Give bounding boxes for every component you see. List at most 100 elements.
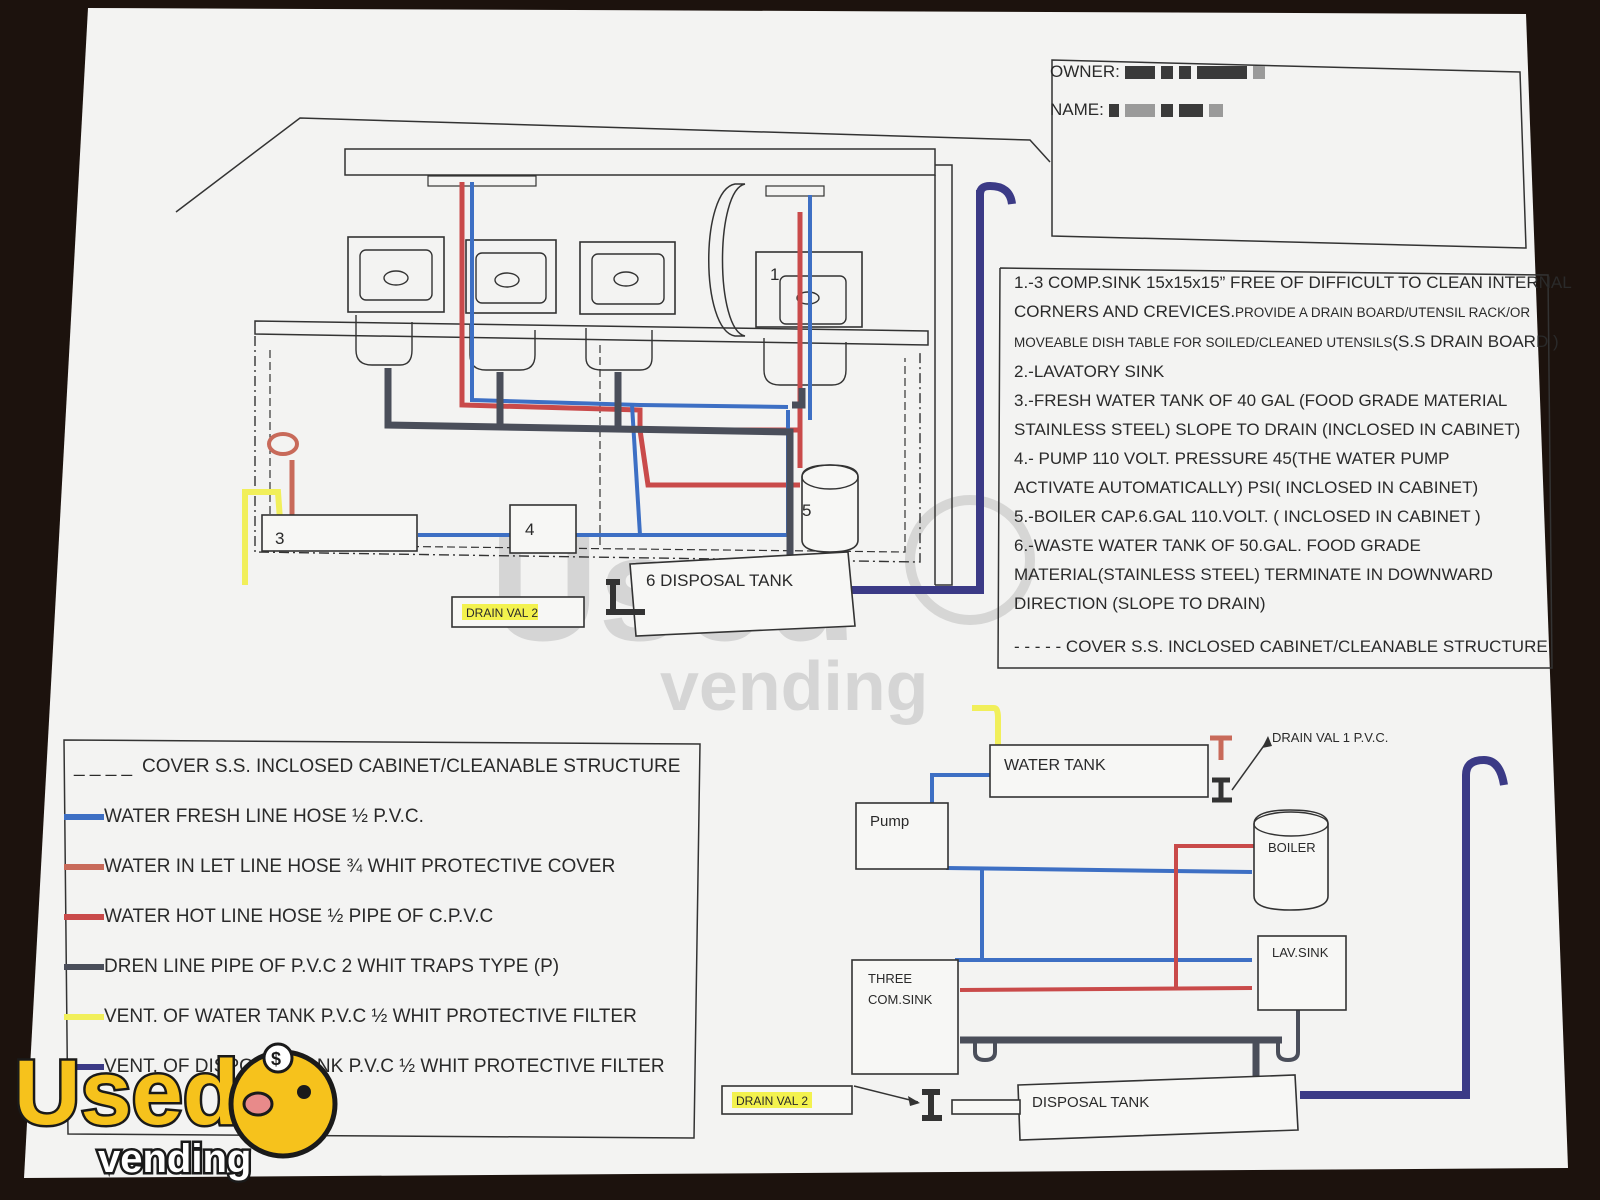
note-1c-small: MOVEABLE DISH TABLE FOR SOILED/CLEANED U… (1014, 335, 1393, 350)
drain-val-2-label: DRAIN VAL 2 (736, 1094, 808, 1108)
pump-label: Pump (870, 813, 909, 830)
disposal-vent-line (1300, 780, 1470, 1099)
disposal-tank-label: DISPOSAL TANK (1032, 1094, 1149, 1111)
label-1: 1 (770, 265, 779, 284)
legend-text: DREN LINE PIPE OF P.V.C 2 WHIT TRAPS TYP… (104, 956, 560, 977)
watermark-vending: vending (660, 647, 928, 725)
note-1c: (S.S DRAIN BOARD ) (1392, 332, 1559, 351)
redaction (1124, 66, 1155, 80)
note-6a: 6.-WASTE WATER TANK OF 50.GAL. FOOD GRAD… (1014, 536, 1421, 555)
legend-text: COVER S.S. INCLOSED CABINET/CLEANABLE ST… (142, 756, 681, 777)
valve-icon (1210, 735, 1232, 760)
label-3: 3 (275, 529, 284, 548)
notes-list: 1.-3 COMP.SINK 15x15x15” FREE OF DIFFICU… (1000, 268, 1572, 661)
name-label: NAME: (1050, 100, 1104, 119)
used-vending-logo: Used $ vending (12, 1040, 338, 1184)
owner-frame (1051, 59, 1527, 249)
hot-line-swatch (64, 914, 104, 920)
drain-valve-icon (606, 579, 645, 615)
legend-text: WATER IN LET LINE HOSE ¾ WHIT PROTECTIVE… (104, 856, 616, 877)
drain-valve-icon (922, 1089, 942, 1121)
sink-basin (579, 241, 676, 315)
note-6c: DIRECTION (SLOPE TO DRAIN) (1014, 594, 1266, 613)
lav-sink (1257, 935, 1347, 1011)
valve-icon (1212, 777, 1232, 803)
redaction (1108, 104, 1119, 118)
fresh-line (945, 866, 1253, 874)
water-tank (989, 744, 1209, 798)
drain-icon (383, 270, 409, 286)
p-trap (1276, 1010, 1300, 1063)
coin-icon (262, 1042, 294, 1074)
drain-val-1-label: DRAIN VAL 1 P.V.C. (1272, 730, 1388, 745)
hot-water-lines (459, 182, 803, 488)
note-6b: MATERIAL(STAINLESS STEEL) TERMINATE IN D… (1014, 565, 1493, 584)
note-4a: 4.- PUMP 110 VOLT. PRESSURE 45(THE WATER… (1014, 449, 1450, 468)
label-5: 5 (802, 501, 811, 520)
drain-val-2-label: DRAIN VAL 2 (466, 606, 538, 620)
wall-post (935, 164, 953, 586)
logo-vending-text: vending (98, 1137, 251, 1181)
pointer-arrow (853, 1085, 919, 1103)
note-5: 5.-BOILER CAP.6.GAL 110.VOLT. ( INCLOSED… (1014, 507, 1481, 526)
water-tank-vent (242, 489, 283, 585)
three-com-sink-label-2: COM.SINK (868, 992, 933, 1007)
vent-disposal-swatch (64, 1064, 104, 1070)
disposal-tank (1017, 1074, 1299, 1141)
note-4b: ACTIVATE AUTOMATICALLY) PSI( INCLOSED IN… (1014, 478, 1479, 497)
drain-icon (613, 271, 639, 287)
note-1b: CORNERS AND CREVICES. (1014, 302, 1236, 321)
notes-frame (997, 267, 1553, 669)
hot-line (1174, 844, 1254, 988)
hot-line (959, 986, 1253, 992)
three-comp-sink (347, 236, 676, 371)
note-2: 2.-LAVATORY SINK (1014, 362, 1165, 381)
drain-icon (494, 272, 520, 288)
disposal-tank-label: 6 DISPOSAL TANK (646, 571, 794, 590)
cabinet-outline (175, 117, 1051, 213)
owner-label: OWNER: (1050, 62, 1120, 81)
water-tank-label: WATER TANK (1004, 757, 1106, 774)
disposal-vent-hook (1462, 755, 1508, 790)
fresh-line-swatch (64, 814, 104, 820)
inlet-line-swatch (64, 864, 104, 870)
label-4: 4 (525, 520, 534, 539)
faucet-bracket (427, 175, 537, 187)
note-3b: STAINLESS STEEL) SLOPE TO DRAIN (INCLOSE… (1014, 420, 1521, 439)
three-com-sink-label-1: THREE (868, 971, 912, 986)
top-diagram: 1 (175, 117, 1051, 637)
bottom-diagram: WATER TANK DRAIN VAL 1 P.V.C. Pump BOILE… (721, 705, 1508, 1141)
counter-top (254, 320, 929, 346)
inlet-coil-icon (267, 432, 299, 456)
lav-sink-label: LAV.SINK (1272, 945, 1329, 960)
fresh-line (930, 773, 990, 805)
top-shelf (344, 148, 936, 176)
disposal-vent-line (845, 190, 984, 594)
faucet-bracket (765, 185, 825, 197)
logo-used-text: Used (14, 1042, 239, 1144)
sink-basin (465, 239, 557, 314)
boiler (1253, 809, 1329, 911)
three-comp-sink (851, 959, 959, 1075)
drain-lines (384, 368, 806, 560)
disposal-tank (629, 551, 856, 637)
pointer-arrow (1231, 739, 1269, 791)
note-cover: - - - - - COVER S.S. INCLOSED CABINET/CL… (1014, 637, 1548, 656)
note-1b-small: PROVIDE A DRAIN BOARD/UTENSIL RACK/OR (1235, 305, 1531, 320)
note-1a: 1.-3 COMP.SINK 15x15x15” FREE OF DIFFICU… (1014, 273, 1572, 292)
water-tank-vent (971, 705, 1001, 745)
boiler-label: BOILER (1268, 840, 1316, 855)
sink-basin (347, 236, 445, 313)
watermark-circle (905, 495, 1035, 625)
coin-symbol: $ (271, 1049, 281, 1069)
owner-box: OWNER: NAME: (1050, 62, 1271, 120)
pump (855, 802, 949, 870)
legend-text: WATER FRESH LINE HOSE ½ P.V.C. (104, 806, 424, 827)
p-trap (973, 1040, 997, 1063)
legend-text: WATER HOT LINE HOSE ½ PIPE OF C.P.V.C (104, 906, 494, 927)
legend-frame (63, 739, 701, 1139)
legend-dashed-prefix: _ _ _ _ (74, 756, 133, 777)
drain-line-swatch (64, 964, 104, 970)
